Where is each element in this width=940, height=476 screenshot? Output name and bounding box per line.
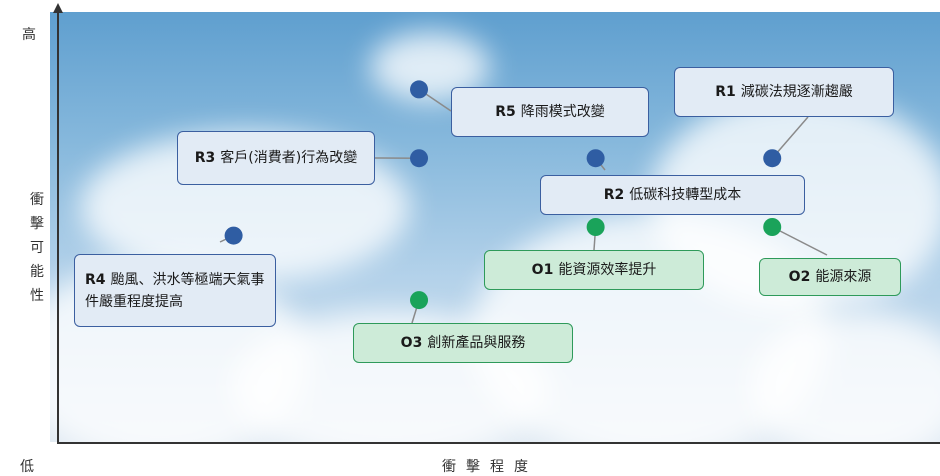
- label-code: R5: [495, 104, 516, 120]
- label-text: 能資源效率提升: [558, 262, 657, 278]
- label-text: 減碳法規逐漸趨嚴: [740, 84, 853, 100]
- point-o3: [410, 291, 429, 310]
- cloud-shape: [750, 312, 940, 442]
- label-code: R1: [715, 84, 736, 100]
- label-code: R2: [603, 187, 625, 203]
- label-code: O2: [788, 269, 811, 285]
- label-code: O3: [400, 335, 423, 351]
- label-text: 能源來源: [815, 269, 872, 285]
- y-high-label: 高: [22, 27, 36, 43]
- y-axis-label: 衝擊可能性: [30, 192, 44, 304]
- x-axis: [57, 442, 940, 444]
- label-text: 創新產品與服務: [427, 335, 526, 351]
- y-low-label: 低: [20, 459, 34, 475]
- label-text: 客戶(消費者)行為改變: [220, 150, 358, 166]
- label-text: 低碳科技轉型成本: [629, 187, 742, 203]
- label-code: R4: [85, 271, 106, 288]
- leader-line-r1: [771, 116, 809, 159]
- y-axis-arrow-icon: [53, 3, 63, 13]
- point-r5: [410, 80, 429, 99]
- leader-line-o2: [771, 226, 828, 256]
- point-r2: [586, 149, 605, 168]
- point-r4: [224, 226, 243, 245]
- x-axis-label: 衝擊程度: [442, 459, 538, 475]
- label-text: 颱風、洪水等極端天氣事件嚴重程度提高: [85, 271, 265, 310]
- label-text: 降雨模式改變: [520, 104, 605, 120]
- y-axis: [57, 12, 59, 444]
- point-o1: [586, 218, 605, 236]
- point-o2: [763, 218, 782, 236]
- point-r1: [763, 149, 782, 168]
- point-r3: [410, 149, 429, 168]
- label-code: R3: [194, 150, 216, 166]
- label-code: O1: [531, 262, 554, 278]
